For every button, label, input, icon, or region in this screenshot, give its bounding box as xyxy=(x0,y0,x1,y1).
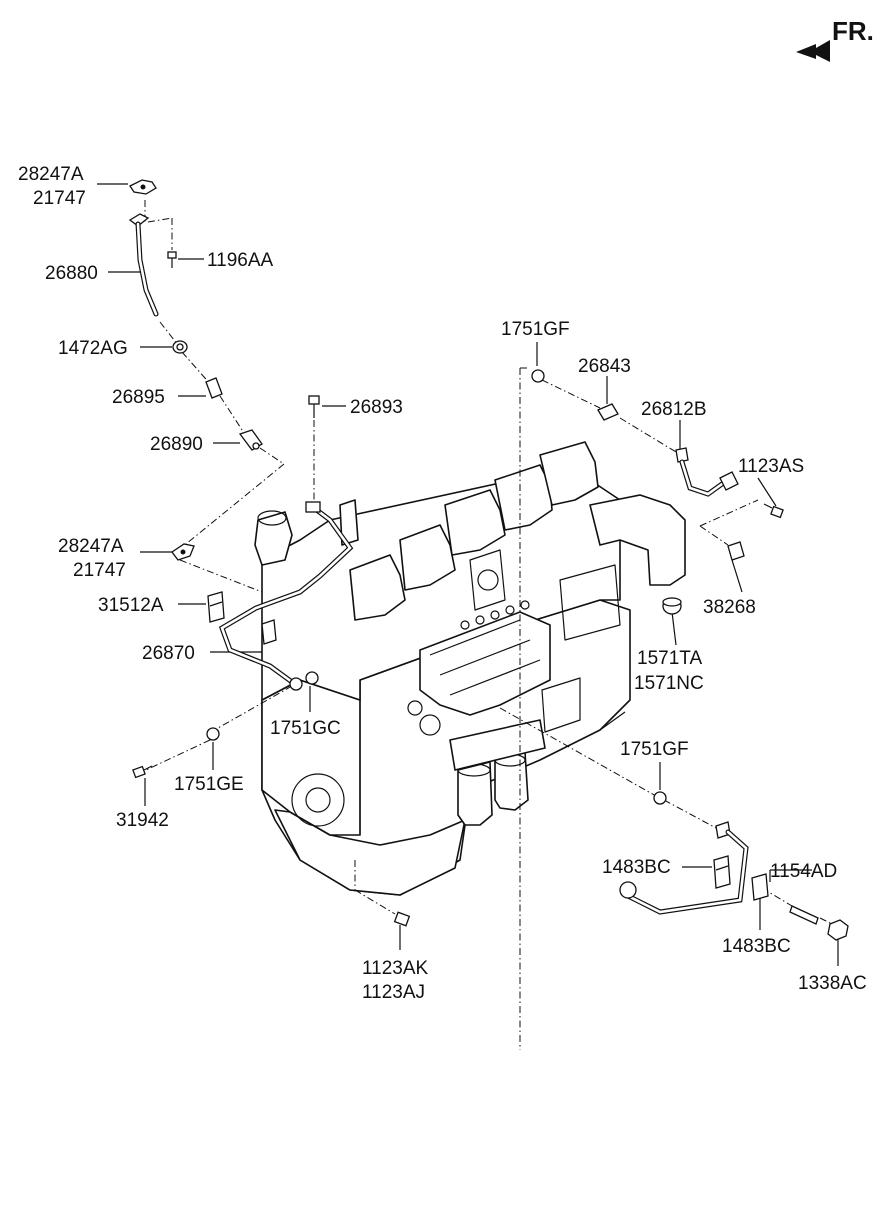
bolt-1123AS xyxy=(763,503,784,519)
label-1751GC: 1751GC xyxy=(270,718,341,739)
label-26880: 26880 xyxy=(45,263,98,284)
front-direction-label: FR. xyxy=(832,16,874,46)
leader-lines xyxy=(97,183,839,1050)
gasket-28247A-top xyxy=(129,179,157,195)
label-1196AA: 1196AA xyxy=(207,250,274,271)
bolt-26893 xyxy=(308,395,320,418)
bolt-1196AA xyxy=(167,251,177,268)
label-1483BC-right: 1483BC xyxy=(722,936,791,957)
clip-1751GF-top xyxy=(531,369,545,383)
label-26895: 26895 xyxy=(112,387,165,408)
guide-26890 xyxy=(238,429,263,451)
label-31512A: 31512A xyxy=(98,595,164,616)
front-direction-arrow-icon xyxy=(796,40,830,62)
bolt-31942 xyxy=(132,765,153,779)
sensor-26843 xyxy=(597,403,619,421)
label-28247A-mid: 28247A xyxy=(58,536,124,557)
sensor-38268 xyxy=(727,541,745,561)
clip-1483BC-left xyxy=(713,855,731,889)
label-1338AC: 1338AC xyxy=(798,973,867,994)
stud-1154AD xyxy=(789,905,819,925)
label-1751GE: 1751GE xyxy=(174,774,244,795)
label-1154AD: 1154AD xyxy=(770,861,837,882)
oil-pipe-26870 xyxy=(218,501,354,685)
label-38268: 38268 xyxy=(703,597,756,618)
wire-26812B xyxy=(675,447,739,497)
label-28247A-top: 28247A xyxy=(18,164,84,185)
bolt-1123AK xyxy=(393,911,411,927)
plug-1571TA xyxy=(662,597,682,615)
label-26812B: 26812B xyxy=(641,399,707,420)
label-26893: 26893 xyxy=(350,397,403,418)
label-1751GF-top: 1751GF xyxy=(501,319,570,340)
label-31942: 31942 xyxy=(116,810,169,831)
label-1571TA: 1571TA xyxy=(637,648,702,669)
label-1123AS: 1123AS xyxy=(738,456,804,477)
fuel-return-line xyxy=(619,821,749,915)
sleeve-26895 xyxy=(205,377,223,399)
label-1571NC: 1571NC xyxy=(634,673,704,694)
gasket-28247A-mid xyxy=(171,543,195,561)
engine-block xyxy=(254,441,686,896)
label-26890: 26890 xyxy=(150,434,203,455)
label-21747-top: 21747 xyxy=(33,188,86,209)
label-1123AK: 1123AK xyxy=(362,958,429,979)
label-1123AJ: 1123AJ xyxy=(362,982,425,1003)
clip-1483BC-right xyxy=(751,873,769,901)
part-labels: 28247A 21747 1196AA 26880 1472AG 26895 2… xyxy=(18,164,867,1003)
washer-1751GC xyxy=(289,671,319,691)
label-1483BC-left: 1483BC xyxy=(602,857,671,878)
washer-1751GE xyxy=(206,727,220,741)
bracket-31512A xyxy=(207,591,225,623)
label-26870: 26870 xyxy=(142,643,195,664)
grommet-1472AG xyxy=(172,340,188,354)
dipstick-tube-26880 xyxy=(128,213,159,317)
label-1472AG: 1472AG xyxy=(58,338,128,359)
label-26843: 26843 xyxy=(578,356,631,377)
label-1751GF-mid: 1751GF xyxy=(620,739,689,760)
nut-1338AC xyxy=(827,919,849,941)
clip-1751GF-mid xyxy=(653,791,667,805)
label-21747-mid: 21747 xyxy=(73,560,126,581)
